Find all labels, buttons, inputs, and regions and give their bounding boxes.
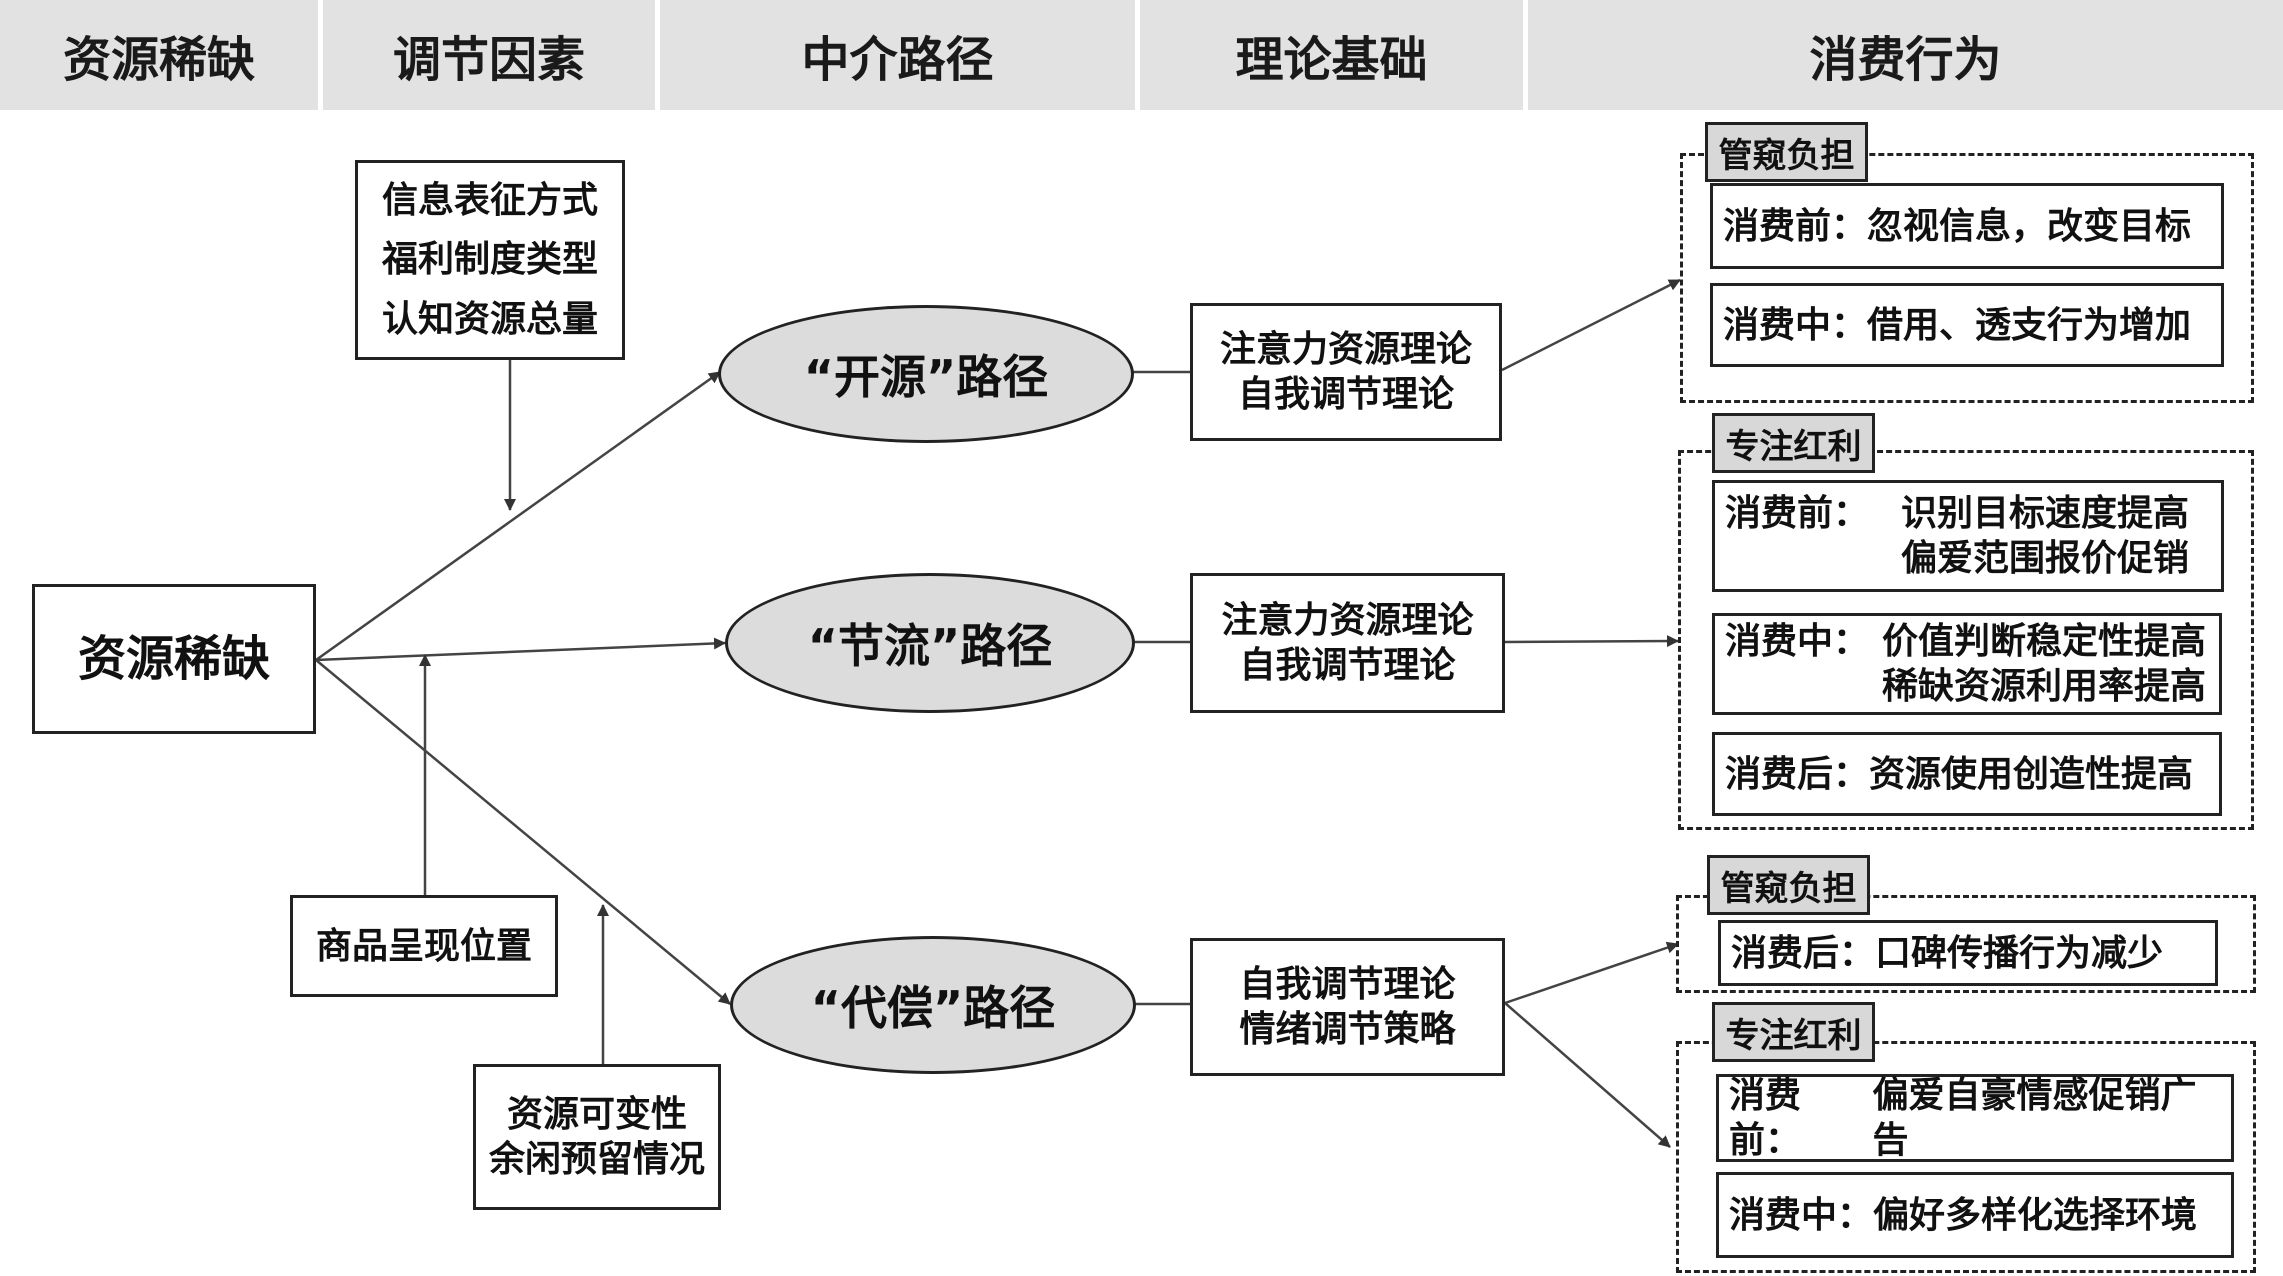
behavior-item: 消费前：识别目标速度提高 消费前：偏爱范围报价促销 bbox=[1712, 480, 2224, 592]
behavior-item: 消费后：资源使用创造性提高 bbox=[1712, 732, 2222, 816]
theory-text: 注意力资源理论 bbox=[1219, 329, 1472, 370]
behavior-item: 消费中：价值判断稳定性提高 消费中：稀缺资源利用率提高 bbox=[1712, 613, 2222, 715]
moderator-box-top: 信息表征方式 福利制度类型 认知资源总量 bbox=[355, 160, 625, 360]
behavior-item: 消费后：口碑传播行为减少 bbox=[1718, 920, 2218, 986]
group-tag: 管窥负担 bbox=[1705, 122, 1868, 182]
path-label: “开源”路径 bbox=[803, 350, 1049, 404]
theory-text: 情绪调节策略 bbox=[1239, 1009, 1456, 1050]
path-label: “节流”路径 bbox=[807, 619, 1053, 673]
header-theory: 理论基础 bbox=[1140, 0, 1523, 110]
path-label: “代偿”路径 bbox=[810, 981, 1056, 1035]
moderator-text: 余闲预留情况 bbox=[488, 1139, 705, 1180]
arrow-to-path-2 bbox=[315, 637, 726, 662]
theory-text: 自我调节理论 bbox=[1239, 964, 1456, 1005]
item-stage: 消费前： bbox=[1723, 205, 1868, 247]
behavior-group-3 bbox=[1676, 895, 2256, 993]
group-tag: 专注红利 bbox=[1712, 413, 1875, 473]
source-label: 资源稀缺 bbox=[77, 631, 270, 687]
moderator-box-bottom: 资源可变性 余闲预留情况 bbox=[473, 1064, 721, 1210]
behavior-item: 消费中：偏好多样化选择环境 bbox=[1716, 1172, 2234, 1258]
source-box: 资源稀缺 bbox=[32, 584, 316, 734]
item-text: 忽视信息，改变目标 bbox=[1867, 205, 2192, 247]
moderator-text: 商品呈现位置 bbox=[315, 925, 532, 967]
moderator-text: 福利制度类型 bbox=[381, 239, 598, 281]
theory-box-1: 注意力资源理论 自我调节理论 bbox=[1190, 303, 1502, 441]
header-behavior: 消费行为 bbox=[1528, 0, 2283, 110]
behavior-item: 消费中：借用、透支行为增加 bbox=[1710, 283, 2224, 367]
group-tag: 专注红利 bbox=[1712, 1002, 1875, 1062]
arrow-theory2-behavior bbox=[1504, 635, 1679, 648]
behavior-item: 消费前：忽视信息，改变目标 bbox=[1710, 183, 2224, 269]
theory-text: 自我调节理论 bbox=[1237, 374, 1454, 415]
item-stage: 消费中： bbox=[1729, 1194, 1874, 1236]
behavior-group-4 bbox=[1676, 1041, 2256, 1273]
item-stage: 消费前： bbox=[1725, 493, 1870, 534]
arrow-theory3-behavior-b bbox=[1504, 1002, 1671, 1148]
theory-box-3: 自我调节理论 情绪调节策略 bbox=[1190, 938, 1505, 1076]
group-tag: 管窥负担 bbox=[1707, 855, 1870, 915]
path-ellipse-3: “代偿”路径 bbox=[730, 936, 1136, 1074]
behavior-item: 消费前： 偏爱自豪情感促销广告 bbox=[1716, 1074, 2234, 1162]
item-stage: 消费中： bbox=[1723, 304, 1868, 346]
item-stage: 消费后： bbox=[1725, 753, 1870, 795]
arrow-to-path-1 bbox=[315, 370, 721, 662]
item-text: 口碑传播行为减少 bbox=[1875, 932, 2164, 974]
item-text: 价值判断稳定性提高 bbox=[1882, 621, 2207, 662]
header-paths: 中介路径 bbox=[660, 0, 1135, 110]
item-stage: 消费前： bbox=[1729, 1075, 1802, 1161]
moderator-box-middle: 商品呈现位置 bbox=[290, 895, 558, 997]
moderator-text: 信息表征方式 bbox=[381, 179, 598, 221]
item-text: 识别目标速度提高 bbox=[1901, 493, 2190, 534]
theory-text: 自我调节理论 bbox=[1239, 645, 1456, 686]
behavior-group-1 bbox=[1680, 153, 2254, 403]
item-stage: 消费后： bbox=[1731, 932, 1876, 974]
header-source: 资源稀缺 bbox=[0, 0, 318, 110]
item-text: 稀缺资源利用率提高 bbox=[1882, 666, 2207, 707]
item-text: 偏好多样化选择环境 bbox=[1873, 1194, 2198, 1236]
moderator-text: 认知资源总量 bbox=[381, 298, 598, 340]
item-text: 偏爱自豪情感促销广告 bbox=[1872, 1075, 2197, 1161]
moderator-text: 资源可变性 bbox=[506, 1094, 687, 1135]
item-text: 资源使用创造性提高 bbox=[1869, 753, 2194, 795]
path-ellipse-2: “节流”路径 bbox=[725, 573, 1135, 713]
behavior-group-2 bbox=[1678, 450, 2254, 830]
arrow-theory1-behavior bbox=[1501, 278, 1681, 372]
item-text: 借用、透支行为增加 bbox=[1867, 304, 2192, 346]
item-stage: 消费中： bbox=[1725, 621, 1870, 662]
theory-text: 注意力资源理论 bbox=[1221, 600, 1474, 641]
item-text: 偏爱范围报价促销 bbox=[1901, 538, 2190, 579]
theory-box-2: 注意力资源理论 自我调节理论 bbox=[1190, 573, 1505, 713]
arrow-theory3-behavior-a bbox=[1504, 941, 1679, 1005]
arrow-to-path-3 bbox=[315, 659, 731, 1005]
header-moderators: 调节因素 bbox=[323, 0, 655, 110]
path-ellipse-1: “开源”路径 bbox=[718, 305, 1134, 443]
